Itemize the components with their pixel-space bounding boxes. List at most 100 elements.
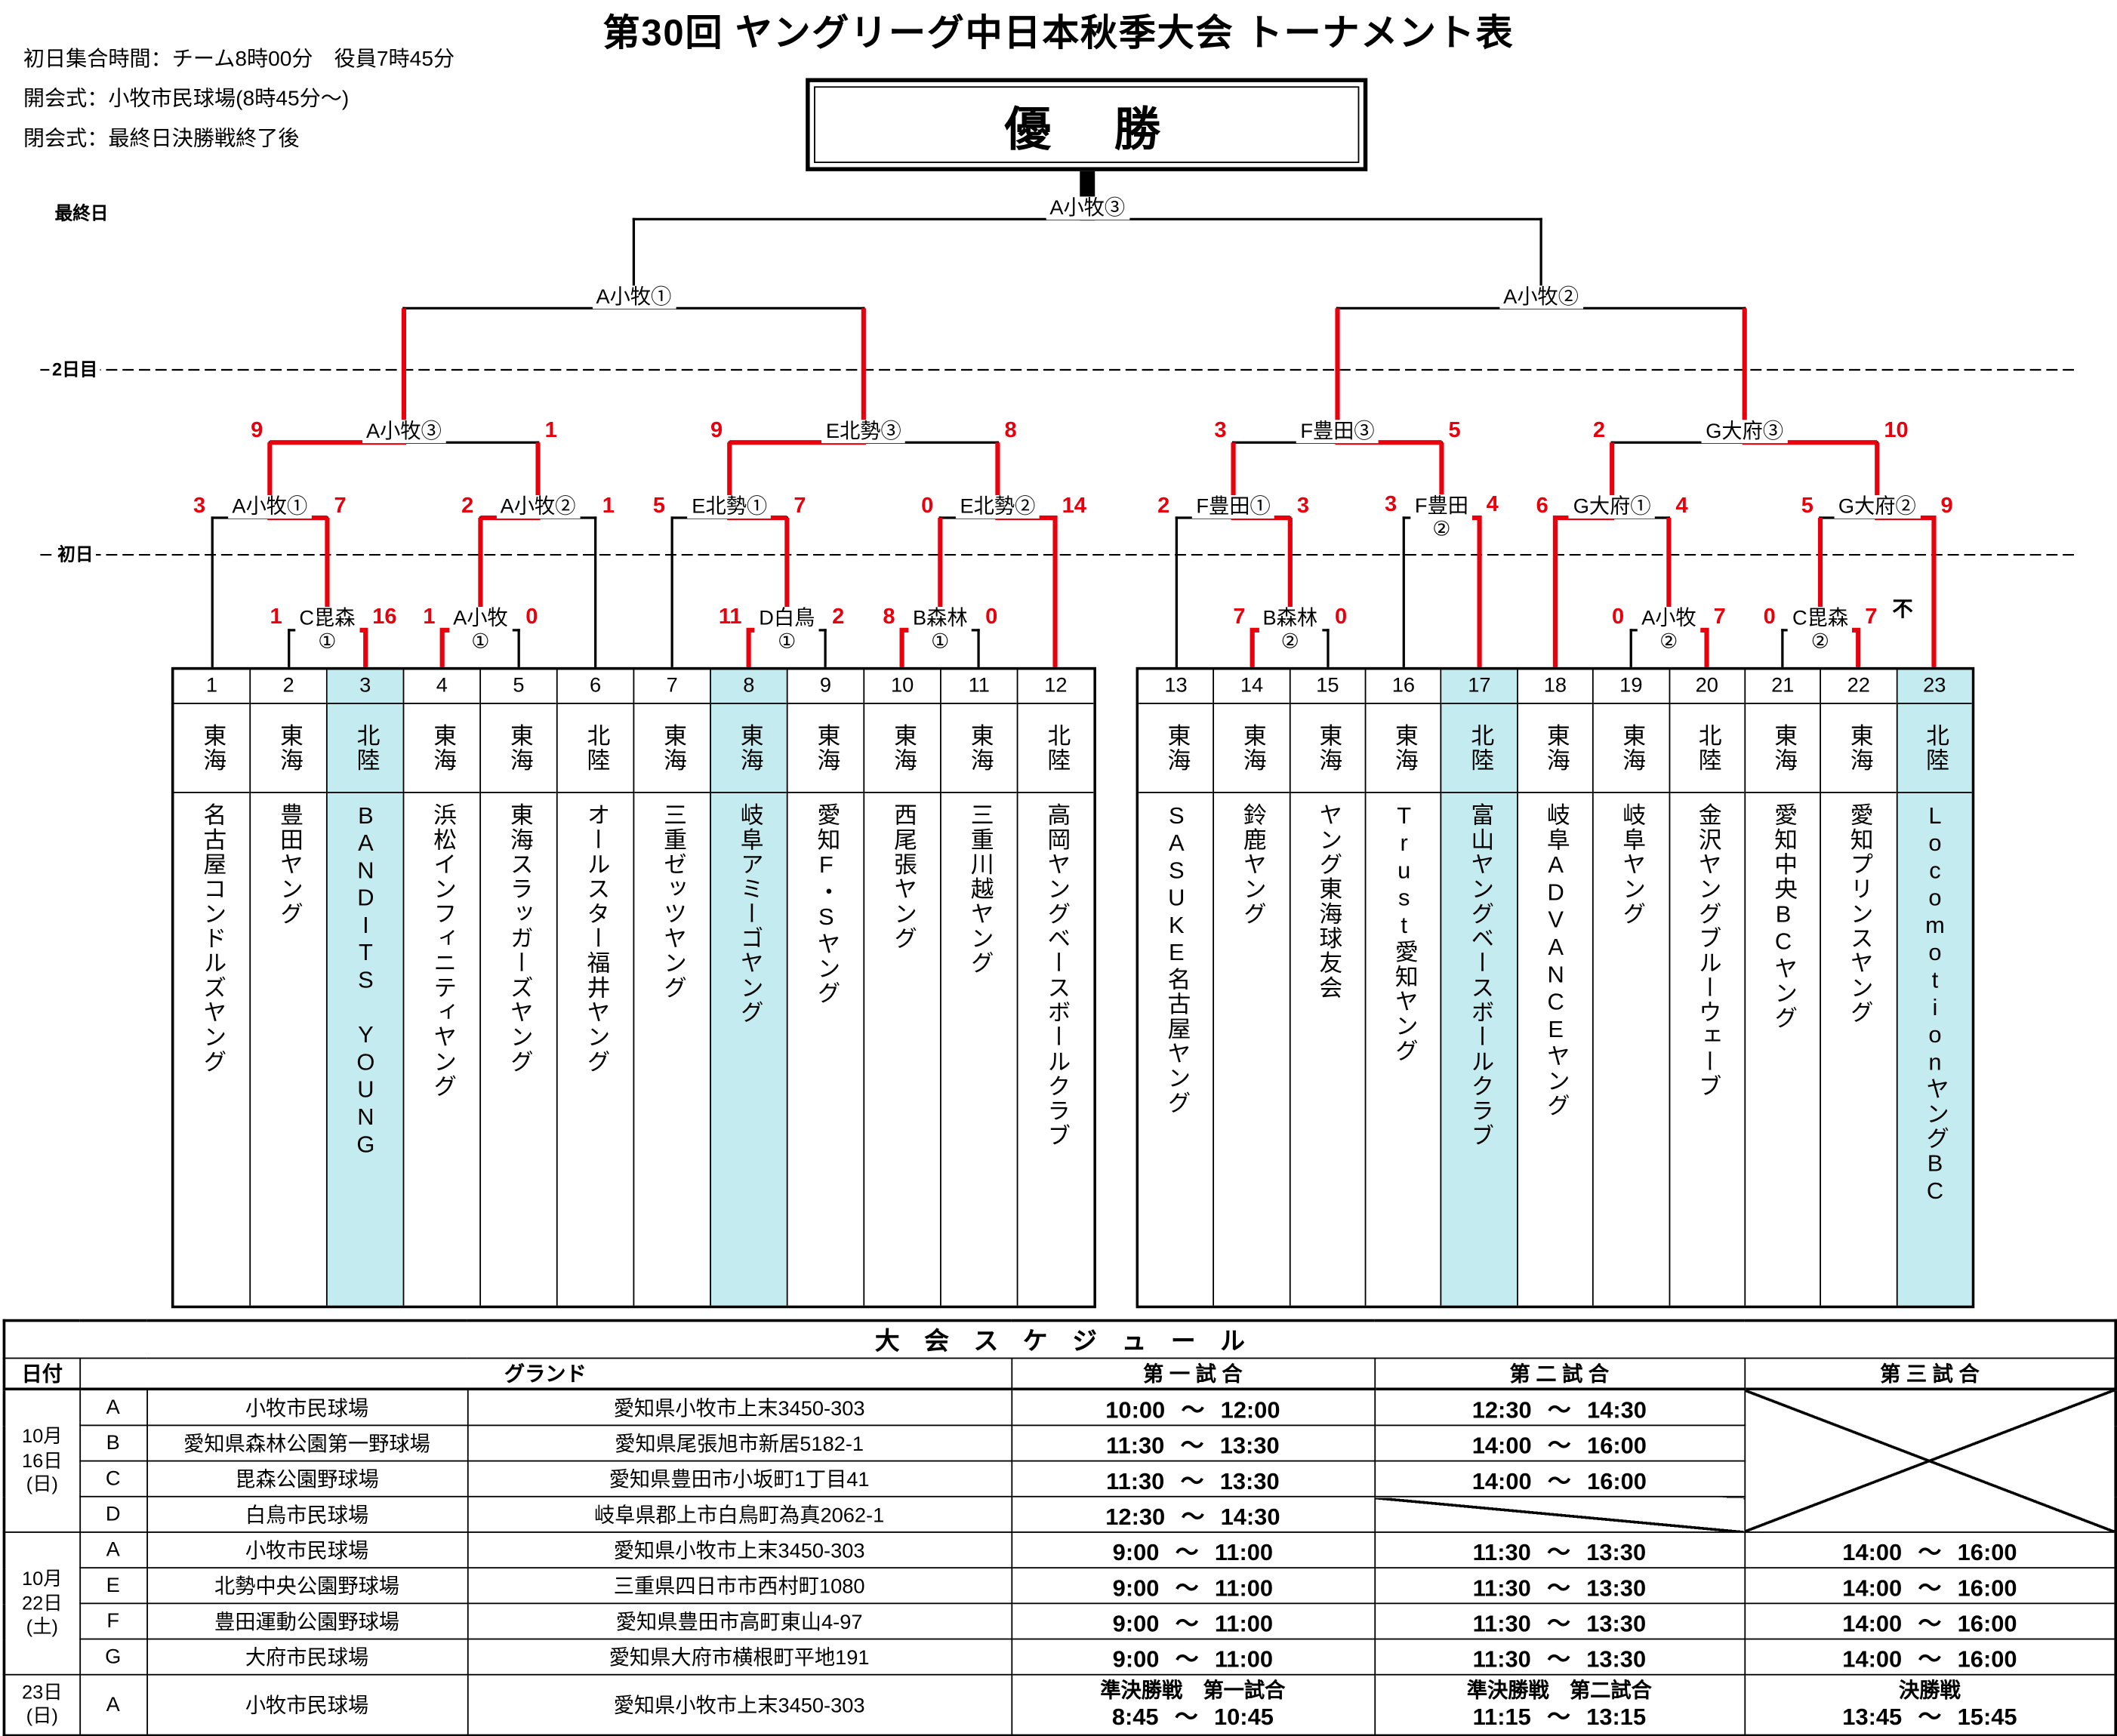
team-name-text: 岐阜アミーゴヤング — [736, 802, 763, 1025]
team-region-text: 東海 — [429, 723, 456, 773]
team-region-text: 北陸 — [353, 723, 379, 773]
address-cell: 三重県四日市市西村町1080 — [466, 1567, 1012, 1605]
game3-time-cell: 14:00 ～ 16:00 — [1743, 1638, 2117, 1676]
game2-time-cell: 12:30 ～ 14:30 — [1373, 1388, 1746, 1427]
team-number: 23 — [1897, 669, 1972, 704]
team-name-text: 三重川越ヤング — [966, 802, 993, 976]
game-time: 8:45 ～ 10:45 — [1111, 1704, 1274, 1730]
team-number: 18 — [1518, 669, 1593, 704]
game1-time-cell: 9:00 ～ 11:00 — [1010, 1638, 1376, 1676]
team-number: 7 — [634, 669, 710, 704]
team-name: 愛知プリンスヤング — [1821, 793, 1896, 1306]
team-name-text: 富山ヤングベースボールクラブ — [1466, 802, 1493, 1148]
team-region-text: 東海 — [736, 723, 763, 773]
team-name: 愛知F・Sヤング — [788, 793, 864, 1306]
team-name-text: 東海スラッガーズヤング — [506, 802, 532, 1074]
team-name: 西尾張ヤング — [864, 793, 940, 1306]
team-number: 1 — [174, 669, 250, 704]
team-name-text: 愛知プリンスヤング — [1846, 802, 1872, 1025]
team-region: 東海 — [251, 704, 326, 793]
info-line-closing-ceremony: 閉会式：最終日決勝戦終了後 — [23, 127, 300, 151]
ground-code-cell: D — [79, 1495, 148, 1533]
team-region-text: 東海 — [1314, 723, 1342, 773]
info-line-opening-ceremony: 開会式：小牧市民球場(8時45分～) — [23, 88, 350, 112]
team-number: 21 — [1745, 669, 1820, 704]
team-number: 15 — [1290, 669, 1365, 704]
game1-time-cell: 9:00 ～ 11:00 — [1010, 1567, 1376, 1605]
team-name-text: 浜松インフィニティヤング — [429, 802, 456, 1099]
team-name-text: 名古屋コンドルズヤング — [199, 802, 226, 1074]
team-region-text: 北陸 — [1466, 723, 1493, 773]
team-region-text: 東海 — [966, 723, 993, 773]
game-time: 13:45 ～ 15:45 — [1842, 1704, 2017, 1730]
team-region-text: 東海 — [1391, 723, 1417, 773]
info-line-assembly-time: 初日集合時間：チーム8時00分 役員7時45分 — [23, 48, 455, 72]
game2-time-cell: 11:30 ～ 13:30 — [1373, 1638, 1746, 1676]
team-number: 14 — [1214, 669, 1290, 704]
bracket-winner-lines — [267, 308, 1937, 667]
team-name-text: BANDITS YOUNG — [353, 802, 379, 1159]
ground-code-cell: E — [79, 1567, 148, 1605]
team-region: 東海 — [1366, 704, 1441, 793]
game1-time-cell: 12:30 ～ 14:30 — [1010, 1495, 1376, 1533]
bracket-base-lines — [40, 171, 2078, 669]
team-number: 9 — [787, 669, 864, 704]
team-column-11: 11 東海三重川越ヤング — [940, 669, 1017, 1306]
team-region-text: 北陸 — [1921, 723, 1949, 773]
game2-time-cell: 14:00 ～ 16:00 — [1373, 1460, 1746, 1497]
team-name-text: LocomotionヤングBC — [1921, 802, 1949, 1206]
team-name-text: 高岡ヤングベースボールクラブ — [1043, 802, 1070, 1148]
team-region-text: 北陸 — [1043, 723, 1070, 773]
team-region-text: 東海 — [1846, 723, 1872, 773]
ground-code-cell: C — [79, 1460, 148, 1497]
team-region-text: 東海 — [1770, 723, 1797, 773]
team-region: 東海 — [864, 704, 941, 793]
team-number: 19 — [1594, 669, 1669, 704]
team-region-text: 東海 — [1542, 723, 1569, 773]
game2-time-cell: 14:00 ～ 16:00 — [1373, 1424, 1746, 1462]
game2-time-cell: 11:30 ～ 13:30 — [1373, 1567, 1746, 1605]
round-label-day2: 2日目 — [49, 359, 100, 381]
col-header-ground: グランド — [79, 1357, 1012, 1391]
team-number: 13 — [1139, 669, 1213, 704]
team-name-text: ヤング東海球友会 — [1314, 802, 1342, 1000]
team-region: 東海 — [1214, 704, 1290, 793]
team-number: 11 — [941, 669, 1017, 704]
col-header-date: 日付 — [3, 1357, 81, 1391]
team-region: 北陸 — [1897, 704, 1972, 793]
team-number: 5 — [481, 669, 556, 704]
round-label-final-day: 最終日 — [51, 202, 112, 225]
game1-time-cell: 10:00 ～ 12:00 — [1010, 1388, 1376, 1427]
team-number: 12 — [1018, 669, 1094, 704]
ground-name-cell: 北勢中央公園野球場 — [146, 1567, 468, 1605]
team-name-text: 西尾張ヤング — [889, 802, 917, 951]
team-region-text: 東海 — [813, 723, 840, 773]
team-region: 東海 — [941, 704, 1017, 793]
team-name: 岐阜ADVANCEヤング — [1518, 793, 1593, 1306]
team-name-text: オールスター福井ヤング — [583, 802, 609, 1074]
team-name: Trust愛知ヤング — [1367, 793, 1441, 1306]
team-number: 2 — [251, 669, 326, 704]
ground-name-cell: 小牧市民球場 — [146, 1531, 468, 1569]
schedule-table: 大 会 ス ケ ジ ュ ー ル日付グランド第 一 試 合第 二 試 合第 三 試… — [2, 1319, 2117, 1736]
champion-label: 優 勝 — [814, 86, 1360, 163]
team-region-text: 東海 — [1239, 723, 1265, 773]
team-region: 東海 — [174, 704, 250, 793]
team-name-text: 愛知F・Sヤング — [813, 802, 840, 1006]
team-name-text: 愛知中央BCヤング — [1770, 802, 1797, 1030]
team-name: 豊田ヤング — [251, 793, 326, 1306]
